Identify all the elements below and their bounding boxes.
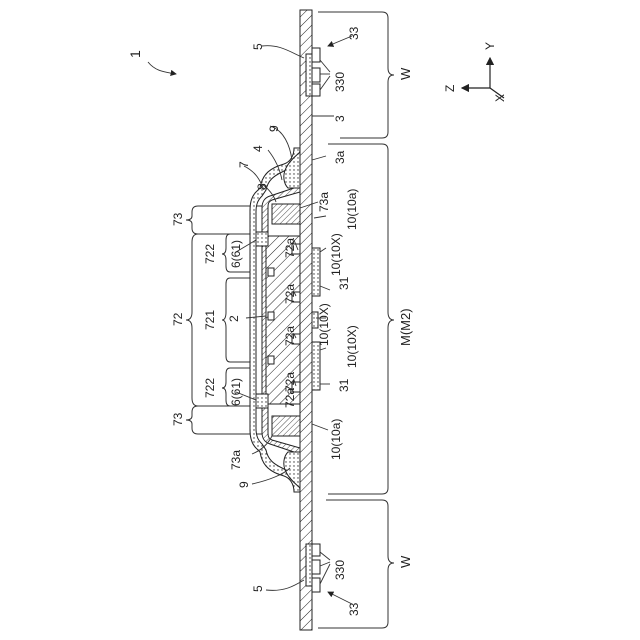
electrode-31-bottom — [312, 342, 320, 390]
connector-33-bottom — [306, 544, 320, 592]
label-7: 7 — [237, 161, 251, 168]
label-72: 72 — [171, 312, 185, 326]
label-722-top: 722 — [203, 244, 217, 264]
label-31-bottom: 31 — [337, 378, 351, 392]
region-label-w-top: W — [398, 67, 413, 80]
label-6-61-bottom: 6(61) — [229, 378, 243, 406]
axis-z-label: Z — [443, 85, 457, 92]
label-721: 721 — [203, 310, 217, 330]
label-3a: 3a — [333, 150, 347, 164]
axis-indicator — [462, 58, 504, 98]
label-330-top: 330 — [333, 72, 347, 92]
label-73-top: 73 — [171, 212, 185, 226]
label-6-61-top: 6(61) — [229, 240, 243, 268]
label-2: 2 — [227, 315, 241, 322]
cap-73a-bottom — [272, 416, 300, 436]
label-8: 8 — [255, 183, 269, 190]
bracket-72 — [186, 234, 256, 406]
label-33-top: 33 — [347, 26, 361, 40]
label-9-top: 9 — [267, 125, 281, 132]
figure-ref-label: 1 — [127, 50, 143, 58]
label-72a-2: 72a — [283, 284, 297, 304]
bump-6-61-bottom-a — [256, 394, 268, 408]
label-73a-top: 73a — [317, 192, 331, 212]
label-72a-3: 72a — [283, 326, 297, 346]
label-73-bottom: 73 — [171, 412, 185, 426]
label-10-10a-bottom: 10(10a) — [329, 419, 343, 460]
label-330-bottom: 330 — [333, 560, 347, 580]
region-label-m-m2: M(M2) — [398, 308, 413, 346]
bump-6-61-top-a — [256, 232, 268, 246]
axis-x-label: X — [493, 94, 507, 102]
label-4: 4 — [251, 145, 265, 152]
label-10-10x-1: 10(10X) — [329, 233, 343, 276]
label-10-10x-2: 10(10X) — [317, 303, 331, 346]
label-9-bottom: 9 — [237, 481, 251, 488]
label-10-10a-top: 10(10a) — [345, 189, 359, 230]
label-10-10x-3: 10(10X) — [345, 325, 359, 368]
label-722-bottom: 722 — [203, 378, 217, 398]
label-72a-1: 72a — [283, 238, 297, 258]
label-5-bottom: 5 — [251, 585, 265, 592]
axis-y-label: Y — [483, 42, 497, 50]
region-label-w-bottom: W — [398, 555, 413, 568]
label-31-top: 31 — [337, 276, 351, 290]
figure-ref-arrow — [148, 62, 176, 74]
substrate-3 — [300, 10, 312, 630]
label-72a-5: 72a — [283, 388, 297, 408]
label-5-top: 5 — [251, 43, 265, 50]
label-3: 3 — [333, 115, 347, 122]
label-73a-bottom: 73a — [229, 450, 243, 470]
cap-73a-top — [272, 204, 300, 224]
label-33-bottom: 33 — [347, 602, 361, 616]
electrode-31-top — [312, 248, 320, 296]
connector-33-top — [306, 48, 320, 96]
